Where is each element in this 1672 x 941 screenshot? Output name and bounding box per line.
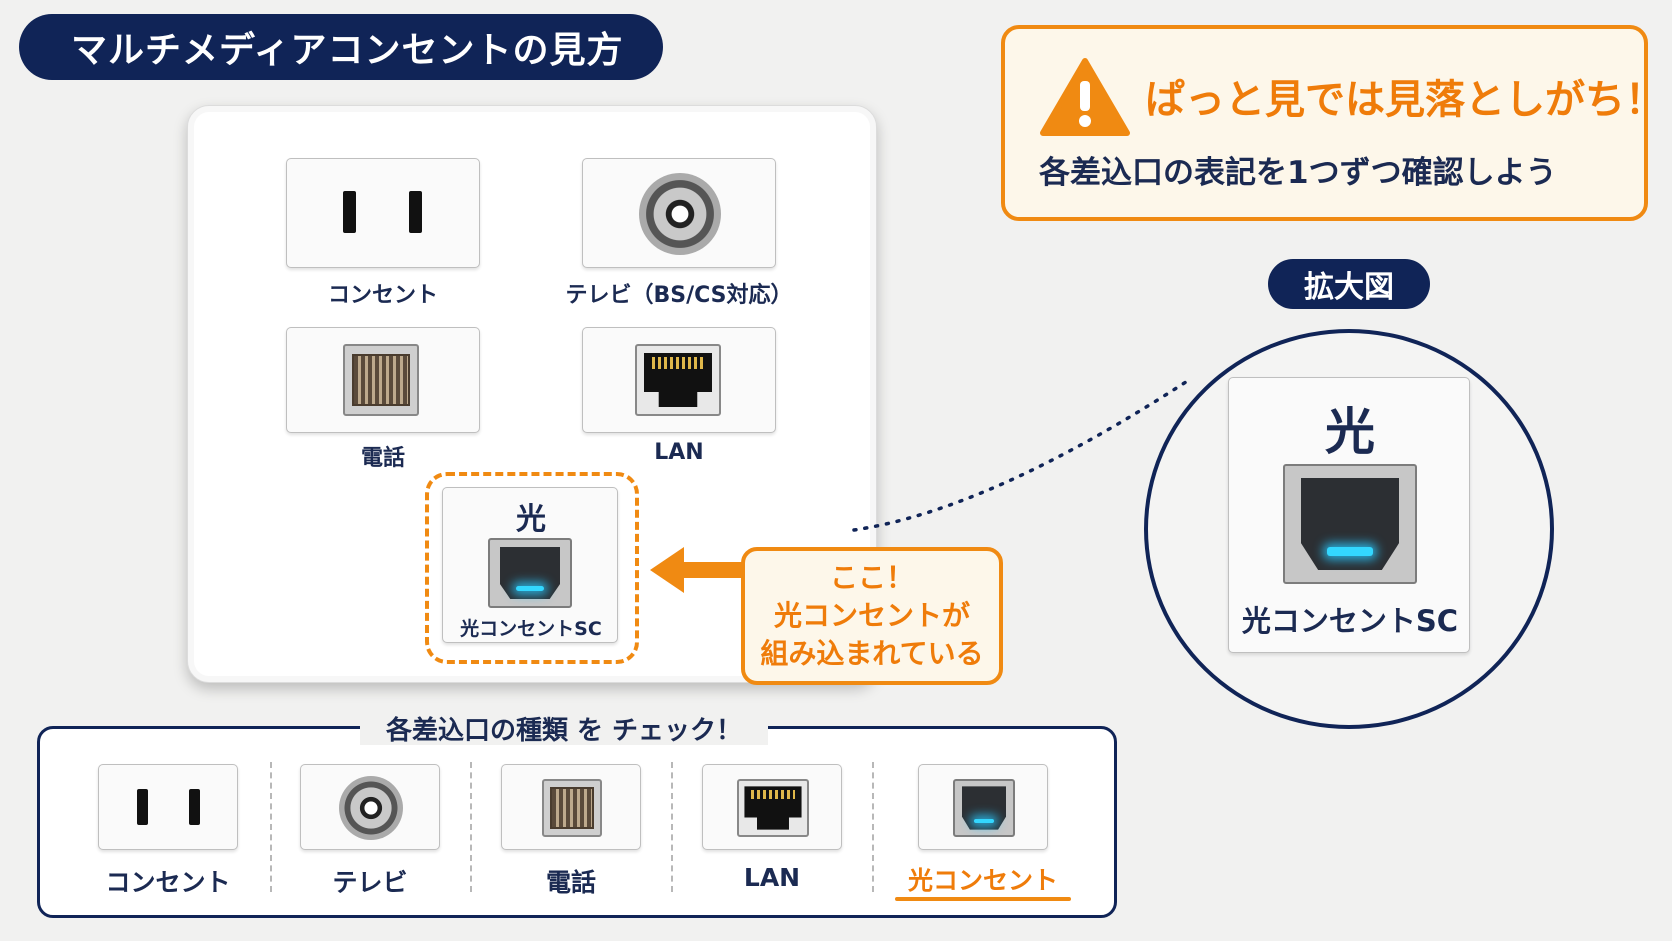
fiber-sc-jack-icon <box>953 779 1015 837</box>
zoom-top-label: 光 <box>1325 403 1375 461</box>
tv-module <box>582 158 776 268</box>
check-title: 各差込口の種類 を チェック！ <box>360 711 768 746</box>
phone-label: 電話 <box>360 446 405 471</box>
outlet-slot-left <box>137 789 148 825</box>
warning-subtext: 各差込口の表記を1つずつ確認しよう <box>1039 155 1557 191</box>
warning-heading: ぱっと見では見落としがち！ <box>1145 77 1665 123</box>
fiber-top-label: 光 <box>516 502 546 537</box>
zoom-fiber-label: 光コンセントSC <box>1241 604 1459 638</box>
zoom-badge: 拡大図 <box>1268 259 1430 309</box>
outlet-label: コンセント <box>327 283 438 308</box>
divider <box>671 762 673 892</box>
multimedia-wall-plate: コンセント テレビ（BS/CS対応） 電話 LAN 光 光コンセントSC <box>187 105 877 683</box>
tv-label: テレビ（BS/CS対応） <box>565 283 793 308</box>
check-item-label-highlight: 光コンセント <box>907 866 1058 895</box>
lan-module <box>582 327 776 433</box>
callout-line-3: 組み込まれている <box>760 637 984 670</box>
zoom-circle: 光 光コンセントSC <box>1144 329 1554 729</box>
check-item-label: 電話 <box>545 868 596 897</box>
check-item-label: コンセント <box>105 868 231 897</box>
check-phone-module <box>501 764 641 850</box>
check-lan-module <box>702 764 842 850</box>
tv-coax-connector-icon <box>339 776 403 840</box>
outlet-slot-right <box>409 191 422 233</box>
fiber-sc-jack-icon <box>488 538 572 608</box>
lan-label: LAN <box>654 440 704 465</box>
lan-jack-icon <box>635 344 721 416</box>
callout-line-2: 光コンセントが <box>773 599 970 632</box>
zoom-connector-line <box>852 376 1194 532</box>
phone-jack-icon <box>343 344 419 416</box>
tv-coax-connector-icon <box>639 173 721 255</box>
fiber-module: 光 光コンセントSC <box>442 487 618 643</box>
warning-triangle-icon <box>1040 58 1130 136</box>
check-item-label: テレビ <box>332 868 408 897</box>
check-fiber-module <box>918 764 1048 850</box>
lan-jack-icon <box>737 779 809 837</box>
divider <box>872 762 874 892</box>
warning-box: ぱっと見では見落としがち！ 各差込口の表記を1つずつ確認しよう <box>1001 25 1665 221</box>
zoom-fiber-module: 光 光コンセントSC <box>1228 377 1470 653</box>
phone-module <box>286 327 480 433</box>
zoom-fiber-jack-icon <box>1283 464 1417 584</box>
check-outlet-module <box>98 764 238 850</box>
arrow-left-icon <box>650 547 744 593</box>
outlet-slot-right <box>189 789 200 825</box>
callout-line-1: ここ！ <box>829 561 914 594</box>
divider <box>470 762 472 892</box>
page-title: マルチメディアコンセントの見方 <box>19 14 663 80</box>
phone-jack-icon <box>542 779 602 837</box>
divider <box>270 762 272 892</box>
fiber-highlight-frame <box>425 472 639 664</box>
fiber-label: 光コンセントSC <box>460 618 602 640</box>
check-item-label: LAN <box>743 863 801 892</box>
power-outlet-module <box>286 158 480 268</box>
highlight-underline <box>895 897 1071 901</box>
check-tv-module <box>300 764 440 850</box>
fiber-callout: ここ！ 光コンセントが 組み込まれている <box>741 547 1003 685</box>
outlet-slot-left <box>343 191 356 233</box>
